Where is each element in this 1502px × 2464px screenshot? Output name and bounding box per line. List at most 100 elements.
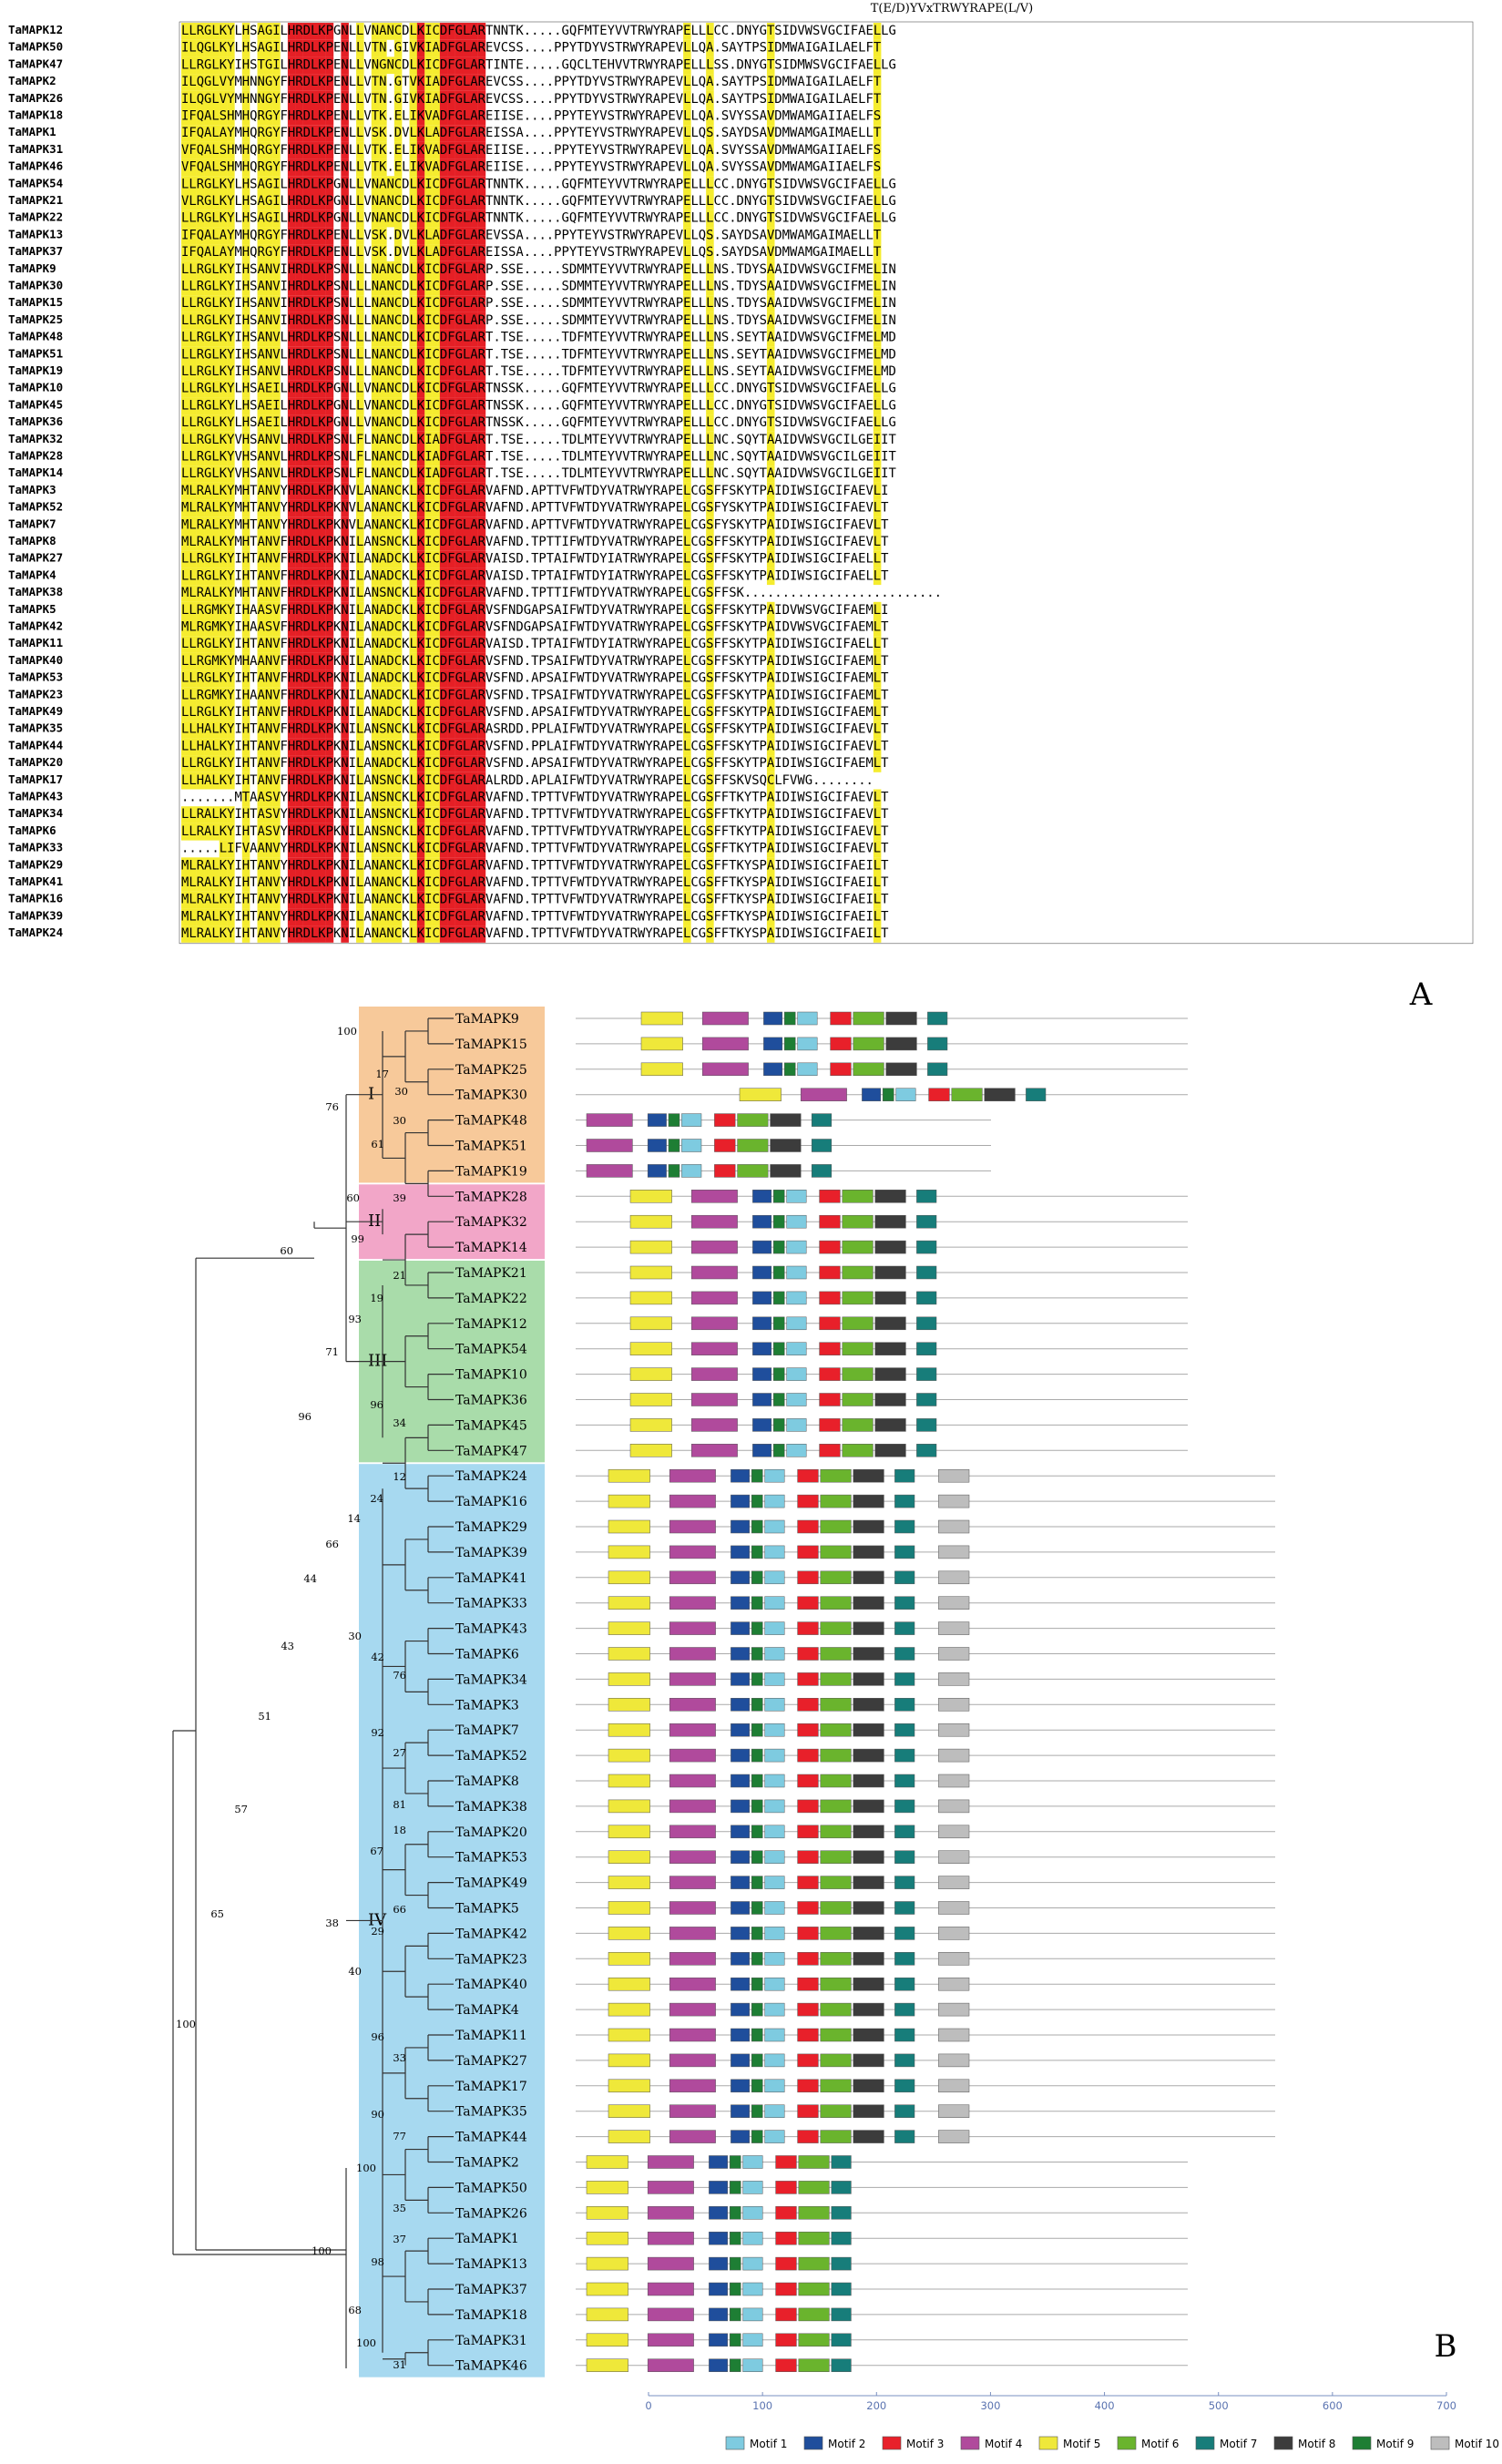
motif-box <box>742 2307 763 2322</box>
legend-swatch <box>1195 2436 1215 2450</box>
motif-box <box>1026 1088 1047 1101</box>
motif-box <box>853 1672 884 1686</box>
motif-box <box>842 1342 874 1355</box>
motif-row <box>576 1672 1275 1686</box>
motif-box <box>938 1494 970 1508</box>
motif-box <box>586 2155 628 2169</box>
sequence-residues: LLRGLKYVHSANVLHRDLKPSNLFLNANCDLKIADFGLAR… <box>181 450 897 465</box>
bootstrap-value: 40 <box>348 1965 362 1978</box>
sequence-name: TaMAPK14 <box>8 465 63 479</box>
motif-box <box>764 1825 785 1839</box>
motif-box <box>874 1393 906 1406</box>
motif-box <box>751 1621 763 1635</box>
sequence-residues: IFQALAYMHQRGYFHRDLKPENLLVSK.DVLKLADFGLAR… <box>181 245 882 260</box>
legend-item: Motif 2 <box>803 2436 865 2450</box>
motif-box <box>752 1393 772 1406</box>
motif-box <box>764 1545 785 1559</box>
bootstrap-value: 60 <box>346 1191 360 1204</box>
sequence-name: TaMAPK32 <box>8 432 63 445</box>
bootstrap-value: 96 <box>371 2030 384 2043</box>
motif-box <box>608 1494 650 1508</box>
sequence-residues: LLRGLKYLHSAEILHRDLKPGNLLVNANCDLKICDFGLAR… <box>181 398 896 413</box>
sequence-name: TaMAPK35 <box>8 721 63 735</box>
legend-swatch <box>960 2436 980 2450</box>
bootstrap-value: 39 <box>393 1191 406 1204</box>
motif-box <box>928 1088 950 1101</box>
motif-box <box>819 1316 841 1331</box>
motif-box <box>690 1342 738 1355</box>
sequence-name: TaMAPK2 <box>8 74 56 87</box>
motif-box <box>647 2181 694 2194</box>
motif-box <box>608 1927 650 1940</box>
motif-box <box>938 2028 970 2042</box>
motif-box <box>752 1190 772 1203</box>
motif-box <box>608 1698 650 1712</box>
motif-box <box>842 1265 874 1280</box>
motif-box <box>751 1723 763 1737</box>
sequence-name: TaMAPK8 <box>8 534 56 547</box>
motif-box <box>731 2053 751 2068</box>
motif-box <box>831 2358 852 2372</box>
motif-box <box>894 1570 915 1585</box>
sequence-residues: ILQGLKYLHSAGILHRDLKPENLLVTN.GIVKIADFGLAR… <box>181 41 882 56</box>
motif-box <box>764 1672 785 1686</box>
motif-box <box>690 1367 738 1381</box>
motif-box <box>764 1876 785 1889</box>
leaf-label: TaMAPK49 <box>455 1876 527 1891</box>
sequence-name: TaMAPK29 <box>8 857 63 871</box>
motif-box <box>938 1468 970 1483</box>
motif-box <box>916 1367 937 1381</box>
sequence-name: TaMAPK54 <box>8 176 63 189</box>
motif-box <box>669 1647 716 1661</box>
leaf-label: TaMAPK17 <box>455 2080 527 2094</box>
motif-box <box>775 2181 797 2194</box>
motif-row <box>576 1901 1275 1915</box>
legend-swatch <box>1038 2436 1058 2450</box>
motif-box <box>797 1545 819 1559</box>
bootstrap-value: 66 <box>393 1903 406 1916</box>
motif-box <box>894 2079 915 2093</box>
motif-box <box>842 1418 874 1432</box>
motif-box <box>731 1901 751 1915</box>
motif-row <box>576 1545 1275 1559</box>
sequence-residues: MLRALKYMHTANVFHRDLKPKNILANSNCKLKICDFGLAR… <box>181 535 889 549</box>
motif-box <box>820 1494 852 1508</box>
motif-box <box>690 1291 738 1305</box>
motif-box <box>894 2002 915 2017</box>
motif-box <box>786 1393 807 1406</box>
motif-box <box>894 1723 915 1737</box>
motif-box <box>820 1901 852 1915</box>
motif-box <box>842 1190 874 1203</box>
motif-box <box>751 1545 763 1559</box>
motif-box <box>916 1342 937 1355</box>
motif-box <box>608 1468 650 1483</box>
motif-box <box>938 1519 970 1534</box>
motif-row <box>576 1088 1188 1101</box>
motif-box <box>842 1393 874 1406</box>
legend-label: Motif 10 <box>1455 2438 1499 2450</box>
motif-box <box>751 1977 763 1991</box>
legend-item: Motif 9 <box>1352 2436 1414 2450</box>
leaf-label: TaMAPK13 <box>455 2257 527 2272</box>
motif-box <box>853 1825 884 1839</box>
motif-box <box>751 1672 763 1686</box>
motif-box <box>894 1901 915 1915</box>
sequence-name: TaMAPK19 <box>8 363 63 377</box>
motif-box <box>701 1011 749 1026</box>
motif-row <box>576 1977 1275 1991</box>
motif-box <box>820 2053 852 2068</box>
motif-box <box>797 1037 818 1051</box>
motif-row <box>576 1265 1188 1280</box>
panel-a-label: A <box>1409 976 1433 1013</box>
motif-box <box>894 1596 915 1610</box>
motif-box <box>820 1647 852 1661</box>
motif-box <box>739 1088 782 1101</box>
sequence-name: TaMAPK31 <box>8 142 63 156</box>
legend-swatch <box>725 2436 745 2450</box>
bootstrap-value: 34 <box>393 1416 406 1429</box>
motif-box <box>853 1494 884 1508</box>
